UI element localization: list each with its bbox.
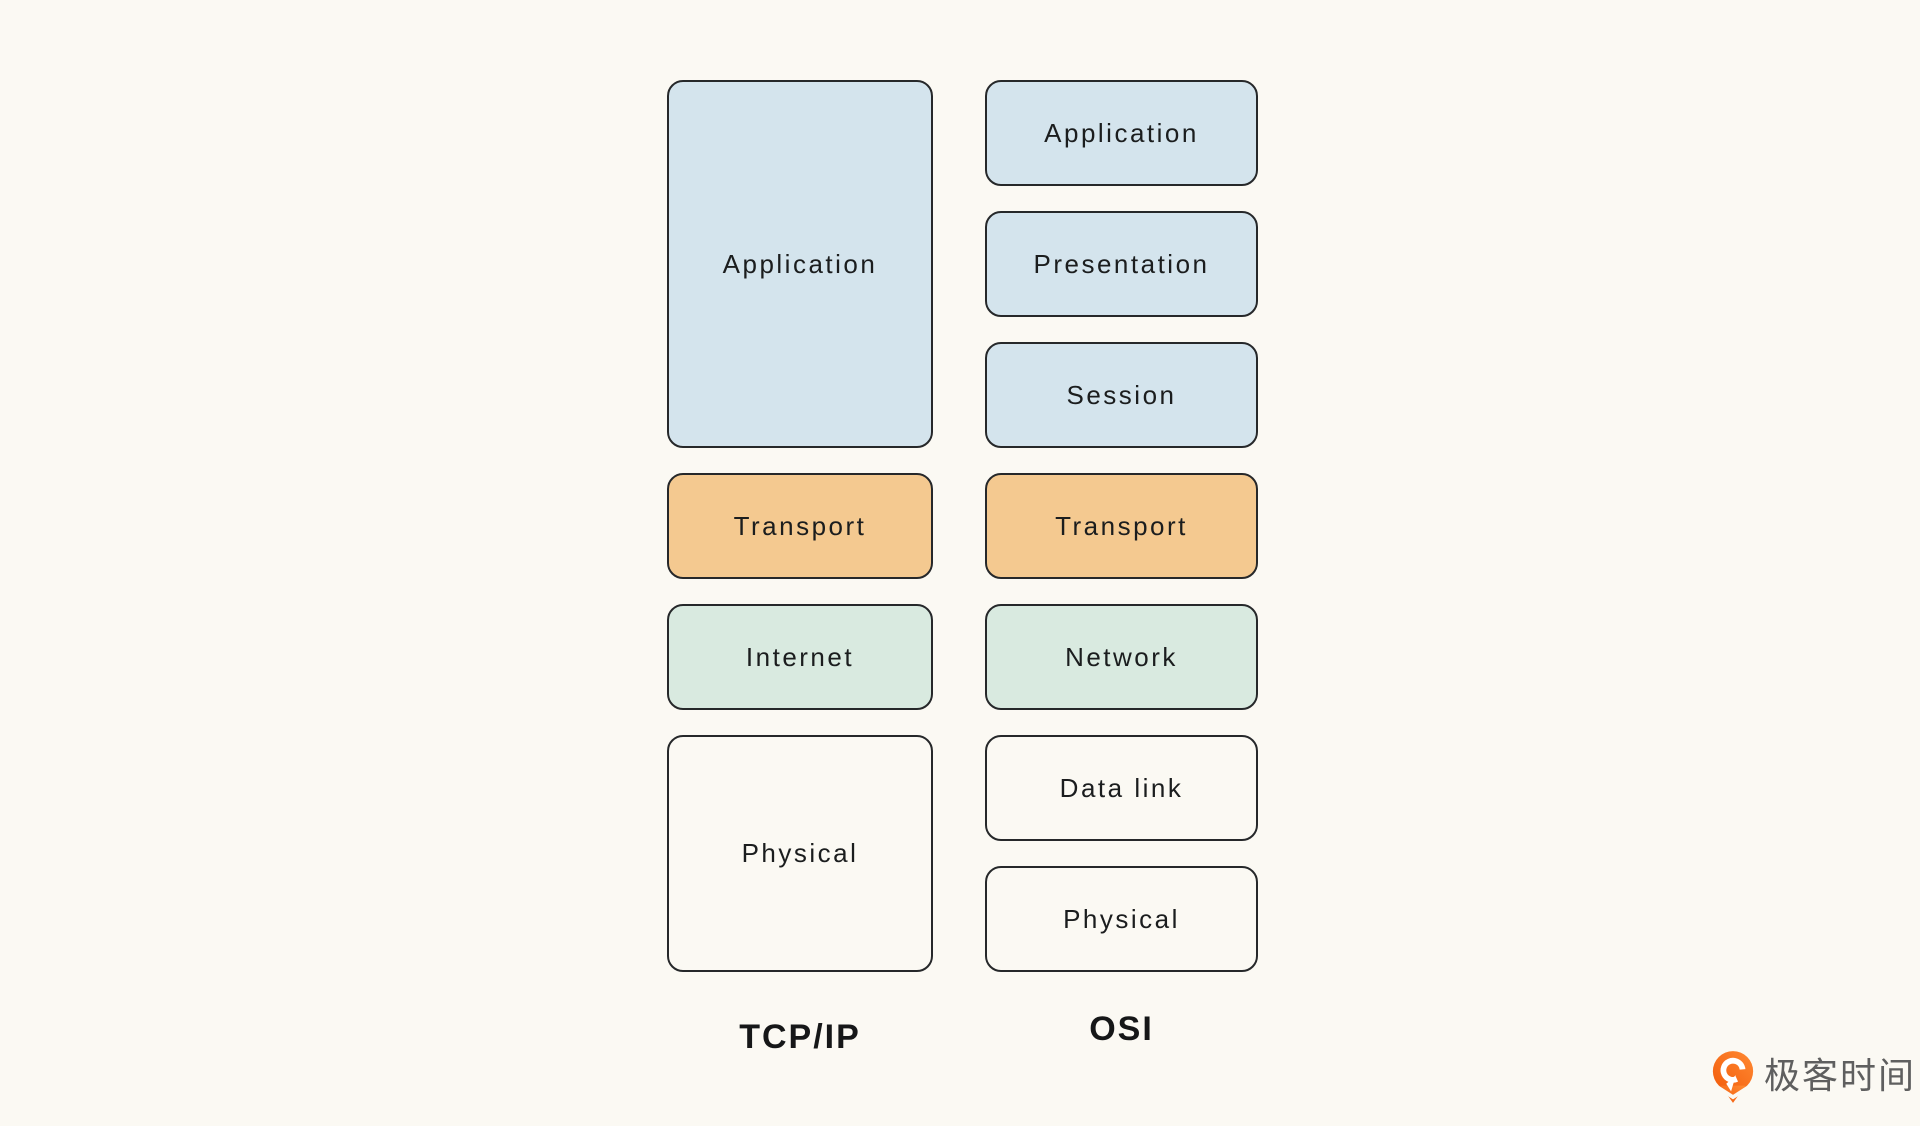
layer-box-data-link: Data link <box>985 735 1258 841</box>
layer-box-transport: Transport <box>985 473 1258 579</box>
geektime-logo-icon <box>1712 1051 1754 1103</box>
layer-label: Session <box>1066 379 1177 410</box>
geektime-brand: 极客时间 <box>1710 1048 1916 1106</box>
layer-box-transport: Transport <box>667 473 933 579</box>
layer-box-application: Application <box>667 80 933 448</box>
layer-label: Application <box>1044 117 1199 148</box>
layer-box-physical: Physical <box>985 866 1258 972</box>
layer-box-network: Network <box>985 604 1258 710</box>
layer-label: Internet <box>745 641 855 672</box>
layer-label: Presentation <box>1033 248 1210 279</box>
layer-box-internet: Internet <box>667 604 933 710</box>
layer-box-application: Application <box>985 80 1258 186</box>
layer-box-physical: Physical <box>667 735 933 972</box>
layer-label: Transport <box>1055 510 1188 541</box>
column-label-osi: OSI <box>1089 1010 1154 1048</box>
layer-box-presentation: Presentation <box>985 211 1258 317</box>
layer-label: Transport <box>733 510 867 541</box>
layer-label: Physical <box>1063 903 1180 934</box>
geektime-logo-text: 极客时间 <box>1764 1056 1917 1097</box>
layer-label: Physical <box>741 838 859 868</box>
column-label-tcpip: TCP/IP <box>739 1018 861 1056</box>
layer-label: Network <box>1065 641 1178 672</box>
layer-box-session: Session <box>985 342 1258 448</box>
layer-label: Application <box>722 248 878 279</box>
layer-label: Data link <box>1059 772 1184 803</box>
